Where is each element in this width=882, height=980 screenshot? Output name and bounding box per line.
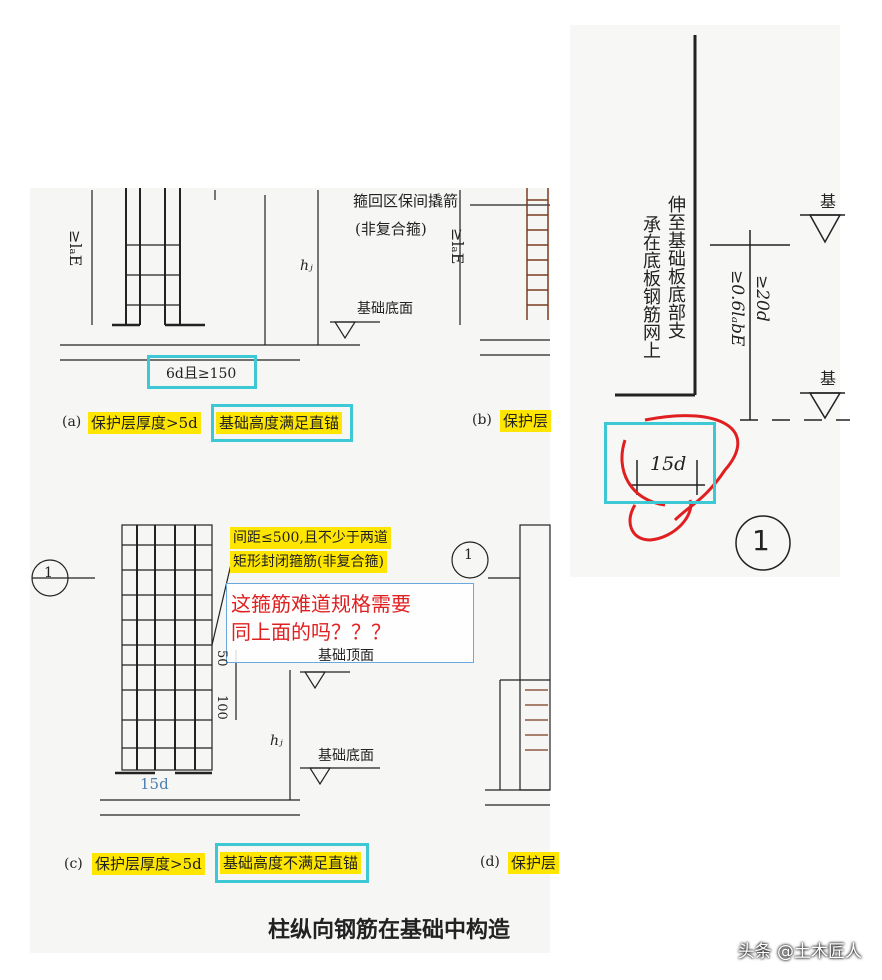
base-bottom-label-a: 基础底面 [357,301,413,317]
caption-c-box [215,843,369,883]
right-dim-2: ≥20d [752,275,772,322]
caption-d-prefix: (d) [480,854,500,870]
hj-label-a: hⱼ [300,258,313,274]
section-mark-d: 1 [464,547,473,563]
right-vertical-text-2: 承在底板钢筋网上 [640,215,661,359]
base-top-label-c: 基础顶面 [318,648,374,664]
question-line1: 这箍筋难道规格需要 [231,592,411,616]
caption-a-boxed-text: 基础高度满足直锚 [216,412,343,434]
stirrup-note-line1: 间距≤500,且不少于两道 [230,527,391,549]
right-section-mark: 1 [752,524,770,557]
caption-a-prefix: (a) [62,414,82,430]
spacing-box [147,355,257,389]
right-15d-box [604,422,716,504]
caption-a-box [211,404,353,442]
dim-50-label: 50 [214,650,229,667]
right-base-label-2: 基 [820,369,837,388]
main-caption: 柱纵向钢筋在基础中构造 [268,918,511,943]
right-dim-1: ≥0.6lₐbE [727,270,747,347]
watermark: 头条 @土木匠人 [737,942,862,962]
stirrup-area-note-top-sub: (非复合箍) [355,220,427,238]
hj-label-c: hⱼ [270,733,283,749]
section-mark-c: 1 [44,565,53,581]
spacing-label: 6d且≥150 [166,366,237,382]
right-15d-label: 15d [650,453,687,475]
caption-c-prefix: (c) [64,856,83,872]
lae-label-a: ≥lₐE [66,230,85,267]
caption-a-yellow: 保护层厚度>5d [88,412,201,434]
right-base-label-1: 基 [820,192,837,211]
caption-d-yellow: 保护层 [508,852,560,874]
base-bottom-label-c: 基础底面 [318,748,374,764]
dim-15d-label-c: 15d [140,775,169,793]
question-annotation: 这箍筋难道规格需要 同上面的吗？？？ [226,583,474,663]
stirrup-note-line2: 矩形封闭箍筋(非复合箍) [230,551,387,573]
dim-100-label: 100 [214,695,229,720]
caption-b-yellow: 保护层 [500,410,552,432]
lae-label-b: ≥lₐE [448,228,467,265]
caption-c-boxed-text: 基础高度不满足直锚 [220,852,362,874]
stirrup-area-note-top: 箍回区保间撬箭 [353,192,459,210]
right-vertical-text-1: 伸至基础板底部支 [665,195,686,339]
caption-c-yellow: 保护层厚度>5d [92,853,205,875]
caption-b-prefix: (b) [472,412,492,428]
question-line2: 同上面的吗？？？ [231,620,391,644]
